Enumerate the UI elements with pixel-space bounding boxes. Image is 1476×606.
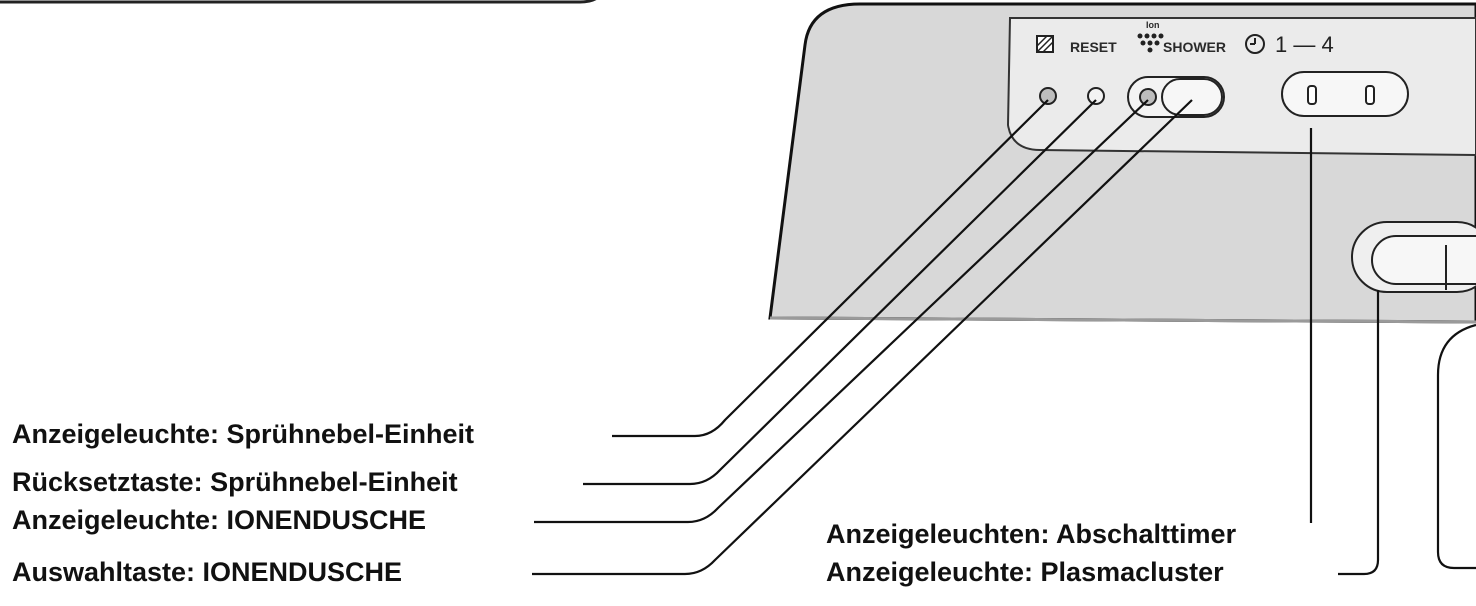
mist-unit-icon [1036,35,1054,53]
plasmacluster-indicator-lamp [1371,235,1476,285]
off-timer-lamp-1 [1307,85,1317,105]
clock-icon [1245,34,1265,54]
reset-panel-label: RESET [1070,39,1117,55]
mist-unit-reset-button[interactable] [1087,87,1105,105]
leader-indicator-mist [612,99,1049,438]
label-indicator-ion-shower: Anzeigeleuchte: IONENDUSCHE [12,505,427,535]
label-indicator-plasmacluster: Anzeigeleuchte: Plasmacluster [826,557,1224,587]
label-reset-mist-unit: Rücksetztaste: Sprühnebel-Einheit [12,467,458,497]
leader-offscreen-right [1436,323,1476,570]
timer-range-label: 1 — 4 [1275,32,1334,57]
frame-corner [0,0,597,4]
leader-lines [532,99,1476,576]
ion-shower-select-button[interactable] [1161,78,1223,116]
label-indicator-mist-unit: Anzeigeleuchte: Sprühnebel-Einheit [12,419,475,449]
body-bottom-edge [769,316,1476,324]
leader-indicator-ion [534,99,1149,524]
shower-panel-label: SHOWER [1163,39,1226,55]
off-timer-lamp-4 [1365,85,1375,105]
off-timer-indicator-group [1281,71,1409,117]
label-select-ion-shower: Auswahltaste: IONENDUSCHE [12,557,403,587]
label-indicators-off-timer: Anzeigeleuchten: Abschalttimer [826,519,1237,549]
ion-shower-icon [1137,33,1164,53]
ion-panel-label: Ion [1146,20,1160,30]
leader-select-ion [532,99,1193,576]
leader-plasmacluster [1338,290,1380,576]
leader-reset-mist [583,99,1097,486]
ion-shower-indicator-lamp [1139,88,1157,106]
mist-unit-indicator-lamp [1039,87,1057,105]
